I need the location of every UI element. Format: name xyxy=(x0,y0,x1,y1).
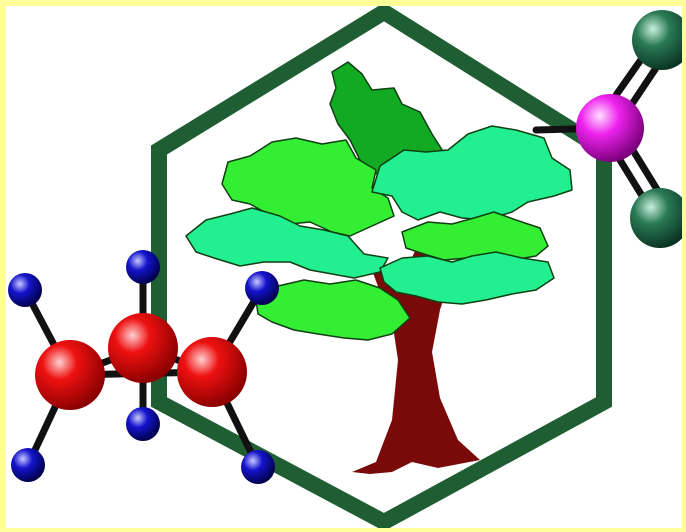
hydrogen-atom xyxy=(11,448,45,482)
carbon-atom xyxy=(177,337,247,407)
propane-molecule-icon xyxy=(8,250,279,484)
oxygen-atom xyxy=(630,188,682,248)
hydrogen-atom xyxy=(126,407,160,441)
tree-leaves-middle-left xyxy=(185,207,389,279)
hydrogen-atom xyxy=(8,273,42,307)
carbon-atom xyxy=(576,94,644,162)
carboxyl-group-icon xyxy=(532,10,682,248)
tree-icon xyxy=(185,61,573,474)
tree-leaves-lower-left xyxy=(255,279,411,341)
logo-graphic xyxy=(6,6,682,528)
tree-leaves-upper-right xyxy=(371,125,573,221)
hydrogen-atom xyxy=(241,450,275,484)
oxygen-atom xyxy=(632,10,682,70)
hydrogen-atom xyxy=(245,271,279,305)
carbon-atom xyxy=(35,340,105,410)
tree-leaves-lower-right xyxy=(379,251,555,305)
carbon-atom xyxy=(108,313,178,383)
hydrogen-atom xyxy=(126,250,160,284)
